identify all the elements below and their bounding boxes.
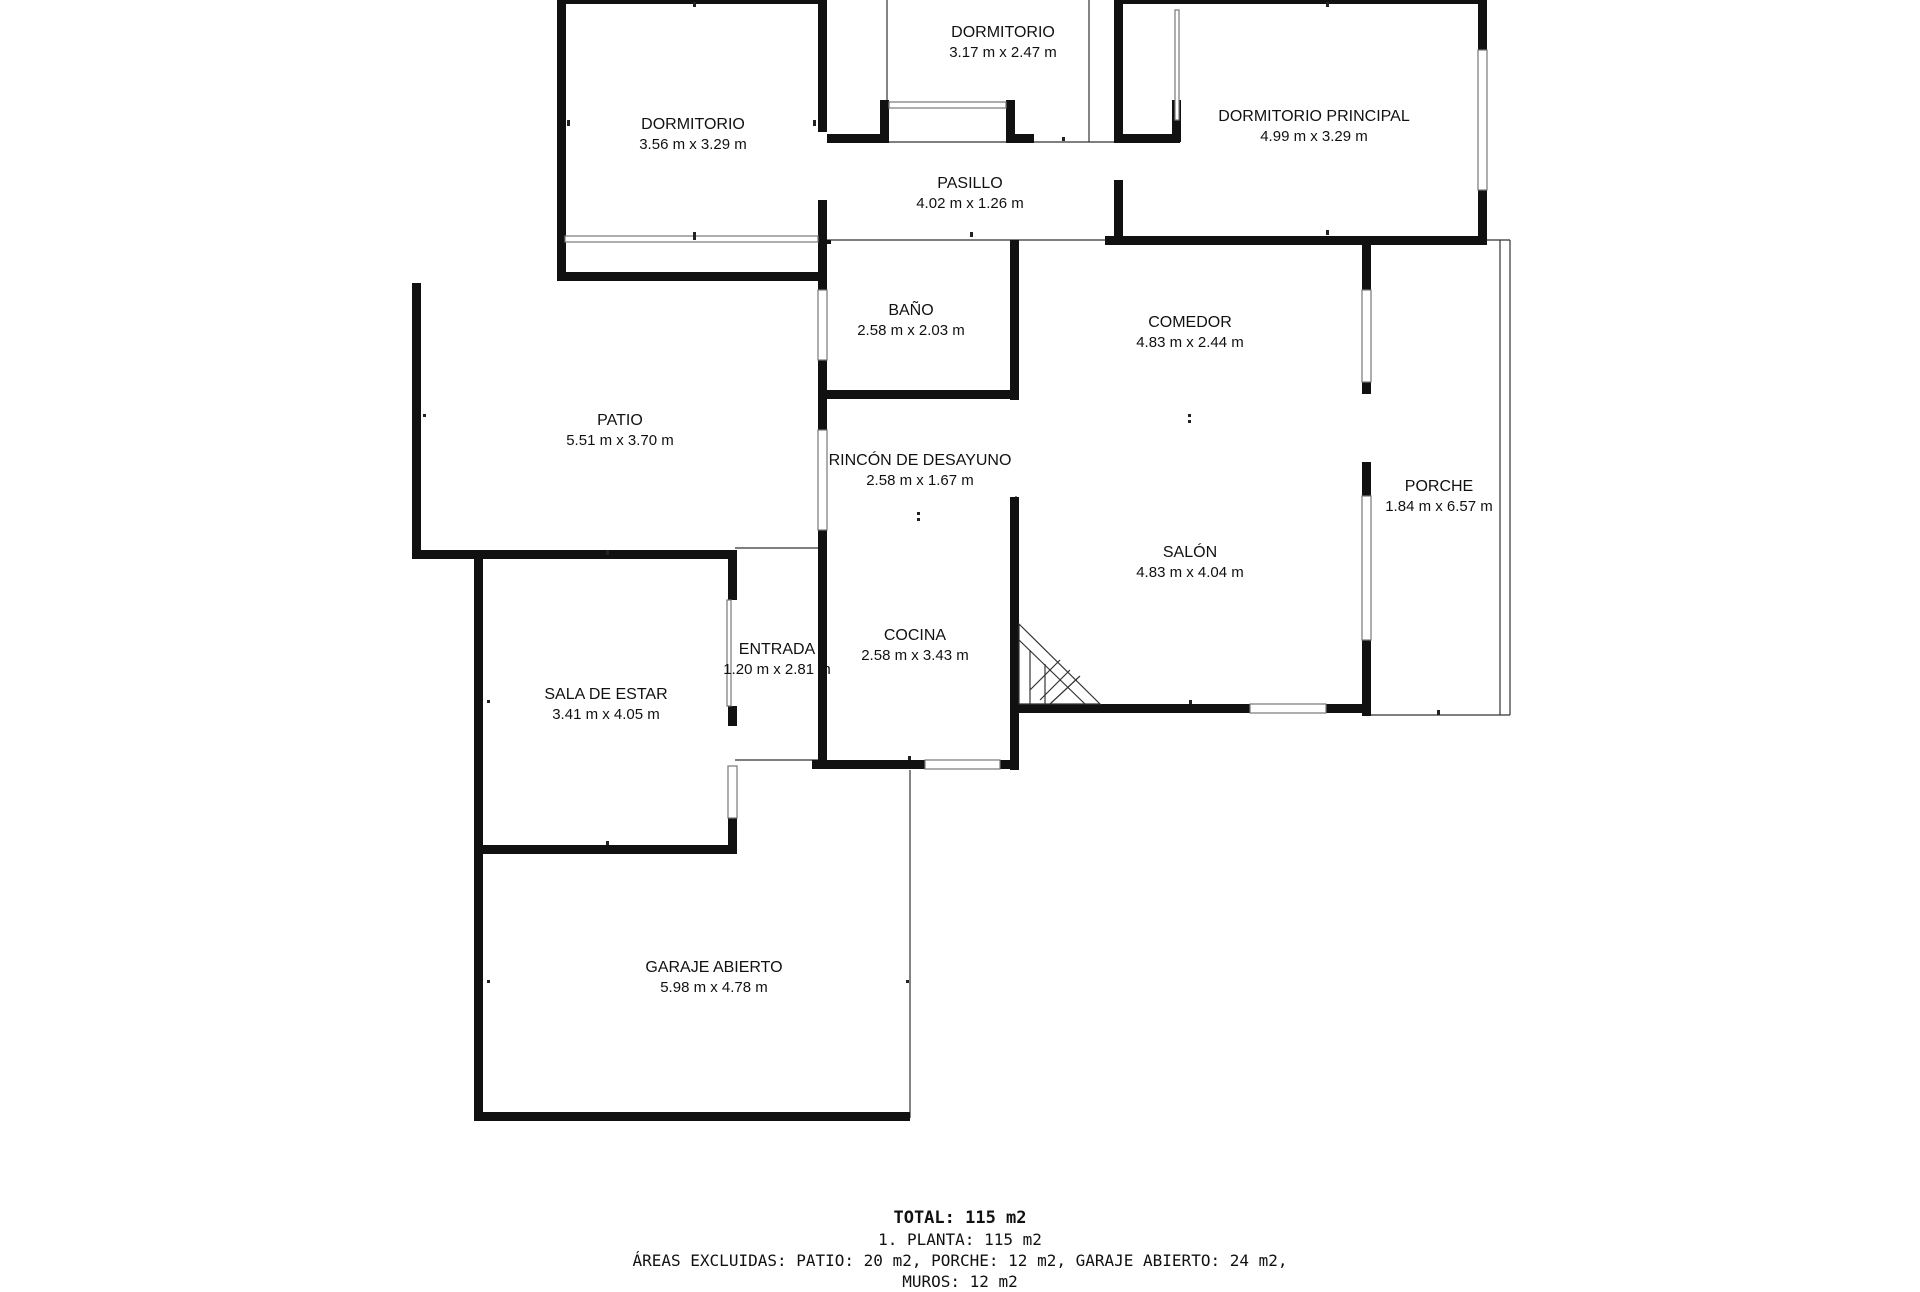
room-dimensions: 1.20 m x 2.81 m bbox=[723, 661, 831, 678]
room-name: ENTRADA bbox=[739, 641, 816, 658]
total-area: TOTAL: 115 m2 bbox=[893, 1208, 1027, 1228]
room-name: BAÑO bbox=[888, 299, 933, 319]
room-dimensions: 5.98 m x 4.78 m bbox=[660, 979, 768, 996]
room-dimensions: 2.58 m x 1.67 m bbox=[866, 472, 974, 489]
room-comedor: COMEDOR 4.83 m x 2.44 m bbox=[1136, 314, 1244, 351]
room-name: PORCHE bbox=[1405, 478, 1473, 495]
room-name: SALA DE ESTAR bbox=[544, 686, 667, 703]
room-entrada: ENTRADA 1.20 m x 2.81 m bbox=[723, 641, 831, 678]
room-dimensions: 3.17 m x 2.47 m bbox=[949, 44, 1057, 61]
room-name: PATIO bbox=[597, 412, 643, 429]
room-garaje-abierto: GARAJE ABIERTO 5.98 m x 4.78 m bbox=[645, 959, 782, 996]
room-dimensions: 3.41 m x 4.05 m bbox=[552, 706, 660, 723]
room-name: RINCÓN DE DESAYUNO bbox=[829, 450, 1012, 469]
walls bbox=[412, 0, 1487, 1121]
room-dimensions: 2.58 m x 3.43 m bbox=[861, 647, 969, 664]
room-dormitorio-principal: DORMITORIO PRINCIPAL 4.99 m x 3.29 m bbox=[1218, 108, 1410, 145]
room-dormitorio-left: DORMITORIO 3.56 m x 3.29 m bbox=[639, 116, 747, 153]
room-dimensions: 1.84 m x 6.57 m bbox=[1385, 498, 1493, 515]
floor-area: 1. PLANTA: 115 m2 bbox=[878, 1230, 1042, 1249]
room-cocina: COCINA 2.58 m x 3.43 m bbox=[861, 627, 969, 664]
room-name: DORMITORIO bbox=[951, 24, 1055, 41]
room-dimensions: 4.83 m x 2.44 m bbox=[1136, 334, 1244, 351]
room-name: COMEDOR bbox=[1148, 314, 1232, 331]
room-dimensions: 2.58 m x 2.03 m bbox=[857, 322, 965, 339]
windows bbox=[564, 9, 1488, 819]
excluded-areas: ÁREAS EXCLUIDAS: PATIO: 20 m2, PORCHE: 1… bbox=[632, 1251, 1288, 1270]
fireplace-icon bbox=[1018, 622, 1102, 705]
room-dimensions: 5.51 m x 3.70 m bbox=[566, 432, 674, 449]
room-rincon-de-desayuno: RINCÓN DE DESAYUNO 2.58 m x 1.67 m bbox=[829, 450, 1012, 489]
room-salon: SALÓN 4.83 m x 4.04 m bbox=[1136, 542, 1244, 581]
room-name: COCINA bbox=[884, 627, 947, 644]
room-bano: BAÑO 2.58 m x 2.03 m bbox=[857, 299, 965, 339]
wall-area: MUROS: 12 m2 bbox=[902, 1272, 1018, 1291]
room-name: SALÓN bbox=[1163, 542, 1217, 561]
room-pasillo: PASILLO 4.02 m x 1.26 m bbox=[916, 175, 1024, 212]
room-dimensions: 4.83 m x 4.04 m bbox=[1136, 564, 1244, 581]
room-dormitorio-top: DORMITORIO 3.17 m x 2.47 m bbox=[949, 24, 1057, 61]
dimension-ticks bbox=[423, 2, 1440, 983]
room-name: DORMITORIO PRINCIPAL bbox=[1218, 108, 1410, 125]
room-sala-de-estar: SALA DE ESTAR 3.41 m x 4.05 m bbox=[544, 686, 667, 723]
area-summary: TOTAL: 115 m2 1. PLANTA: 115 m2 ÁREAS EX… bbox=[0, 1208, 1920, 1292]
room-name: DORMITORIO bbox=[641, 116, 745, 133]
room-name: GARAJE ABIERTO bbox=[645, 959, 782, 976]
room-dimensions: 4.99 m x 3.29 m bbox=[1260, 128, 1368, 145]
room-name: PASILLO bbox=[937, 175, 1003, 192]
room-dimensions: 3.56 m x 3.29 m bbox=[639, 136, 747, 153]
room-porche: PORCHE 1.84 m x 6.57 m bbox=[1385, 478, 1493, 515]
room-patio: PATIO 5.51 m x 3.70 m bbox=[566, 412, 674, 449]
room-dimensions: 4.02 m x 1.26 m bbox=[916, 195, 1024, 212]
